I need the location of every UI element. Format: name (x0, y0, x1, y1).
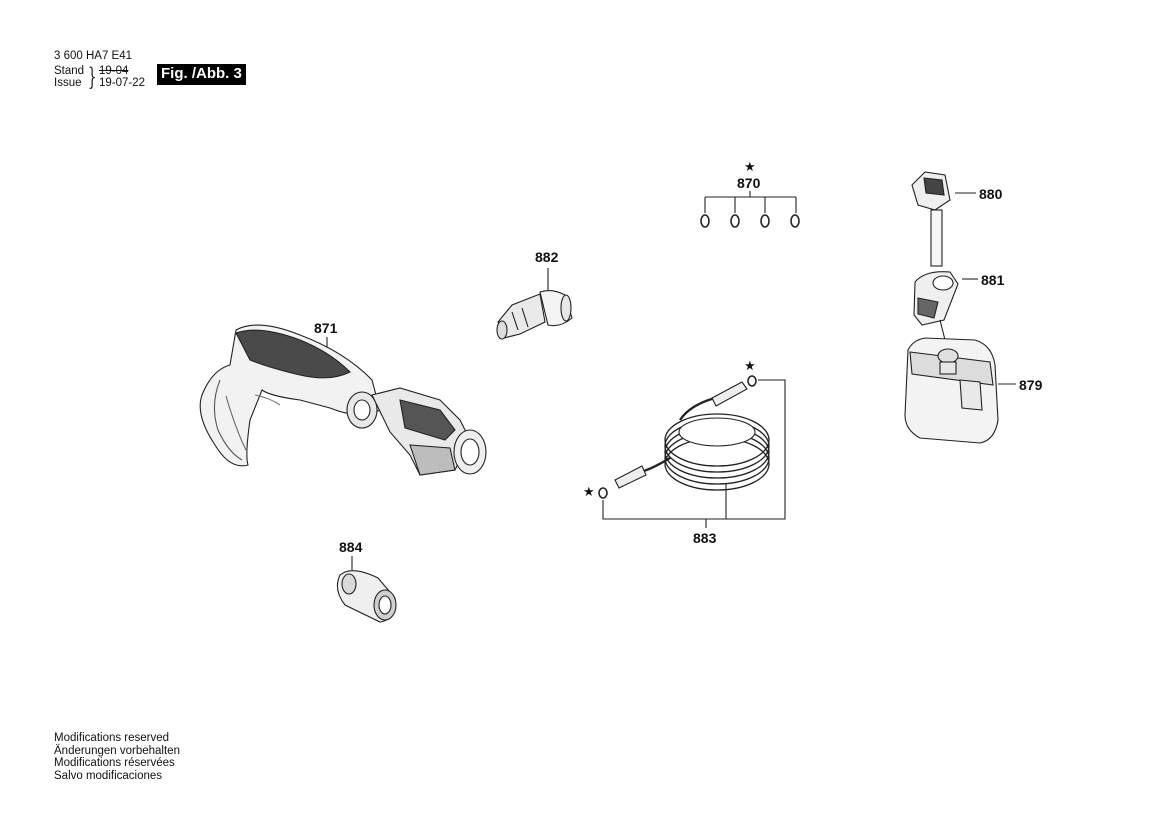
document-number: 3 600 HA7 E41 (54, 50, 133, 62)
part-871-spray-gun-icon (199, 324, 487, 476)
part-879-tank-icon (904, 337, 1016, 444)
o-ring-icon (760, 214, 770, 228)
part-label-871: 871 (314, 320, 338, 336)
part-880-cap-icon (911, 171, 976, 267)
part-label-881: 881 (981, 272, 1005, 288)
star-marker: ★ (744, 159, 756, 174)
part-label-870: 870 (737, 175, 761, 191)
part-label-884: 884 (339, 539, 363, 555)
star-marker: ★ (744, 358, 756, 373)
footer-line: Änderungen vorbehalten (54, 744, 180, 757)
o-ring-icon (730, 214, 740, 228)
part-label-879: 879 (1019, 377, 1043, 393)
part-870-group (700, 191, 800, 228)
part-label-880: 880 (979, 186, 1003, 202)
footer-line: Modifications reserved (54, 732, 170, 744)
o-ring-icon (790, 214, 800, 228)
part-label-882: 882 (535, 249, 559, 265)
o-ring-icon (598, 487, 608, 499)
part-882-adapter-icon (496, 268, 573, 340)
o-ring-icon (747, 375, 757, 387)
issue-label: Issue (54, 77, 82, 89)
stand-label: Stand (54, 65, 85, 77)
footer-line: Salvo modificaciones (54, 769, 163, 782)
footer-line: Modifications réservées (54, 757, 175, 770)
issue-value: 19-07-22 (99, 77, 146, 89)
part-883-hose-icon (598, 375, 786, 528)
footer-notes: Modifications reserved Änderungen vorbeh… (54, 732, 180, 782)
figure-label: Fig. /Abb. 3 (157, 64, 246, 85)
part-881-holder-icon (913, 271, 978, 341)
star-marker: ★ (583, 484, 595, 499)
brace-glyph: } (88, 63, 97, 91)
o-ring-icon (700, 214, 710, 228)
part-884-coupling-icon (336, 556, 397, 623)
stand-value: 19-04 (99, 65, 129, 77)
part-label-883: 883 (693, 530, 717, 546)
